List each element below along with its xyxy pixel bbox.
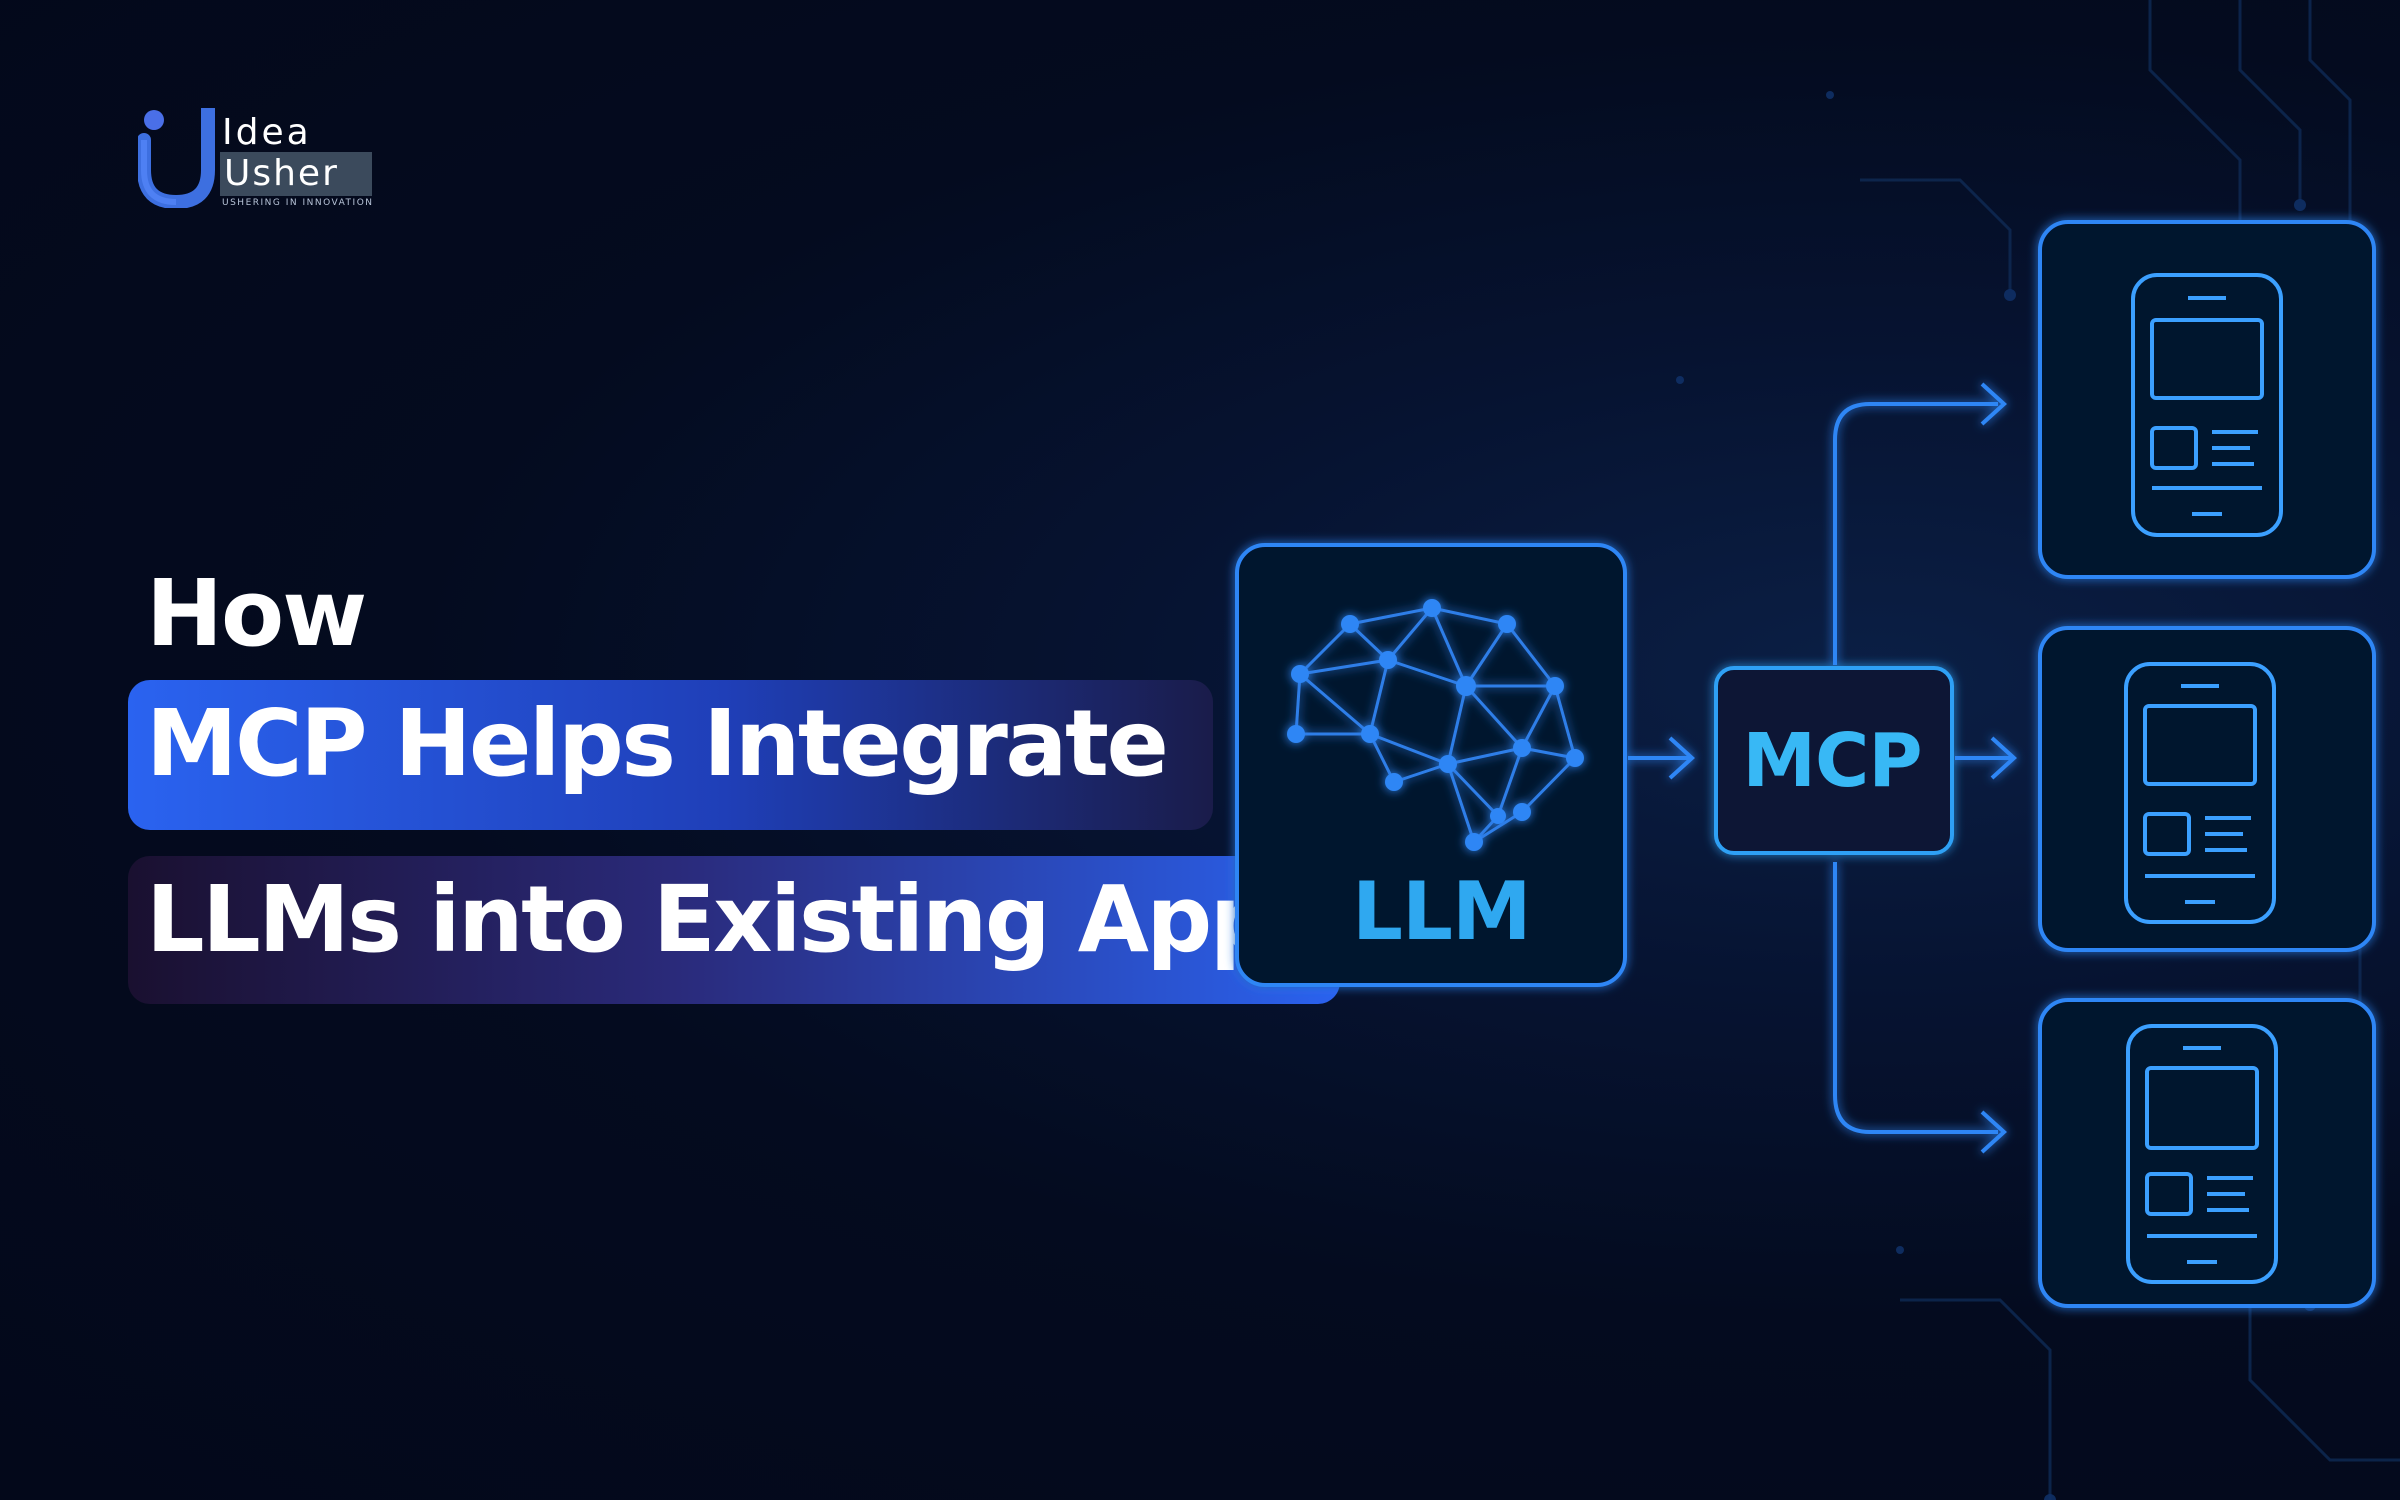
mcp-label: MCP [1742,718,1922,804]
headline-highlight-2 [128,856,1340,1004]
headline-line-3: LLMs into Existing Apps [146,866,1328,973]
brain-network-icon [1287,599,1584,851]
logo-text-usher: Usher [220,152,372,196]
smartphone-icon-3 [2126,1024,2278,1284]
llm-box [1235,543,1627,987]
llm-label: LLM [1352,865,1532,958]
smartphone-icon-1 [2131,273,2283,537]
idea-usher-logo[interactable]: Idea Usher USHERING IN INNOVATION [138,108,378,208]
headline-highlight-1 [128,680,1213,830]
app-box-3 [2038,998,2376,1308]
mcp-box [1714,666,1954,855]
logo-tagline: USHERING IN INNOVATION [222,198,374,208]
headline-line-1: How [146,560,367,667]
headline-line-2: MCP Helps Integrate [146,690,1169,797]
logo-text-idea: Idea [222,112,312,153]
smartphone-icon-2 [2124,662,2276,924]
app-box-2 [2038,626,2376,952]
logo-u-icon [138,108,215,208]
